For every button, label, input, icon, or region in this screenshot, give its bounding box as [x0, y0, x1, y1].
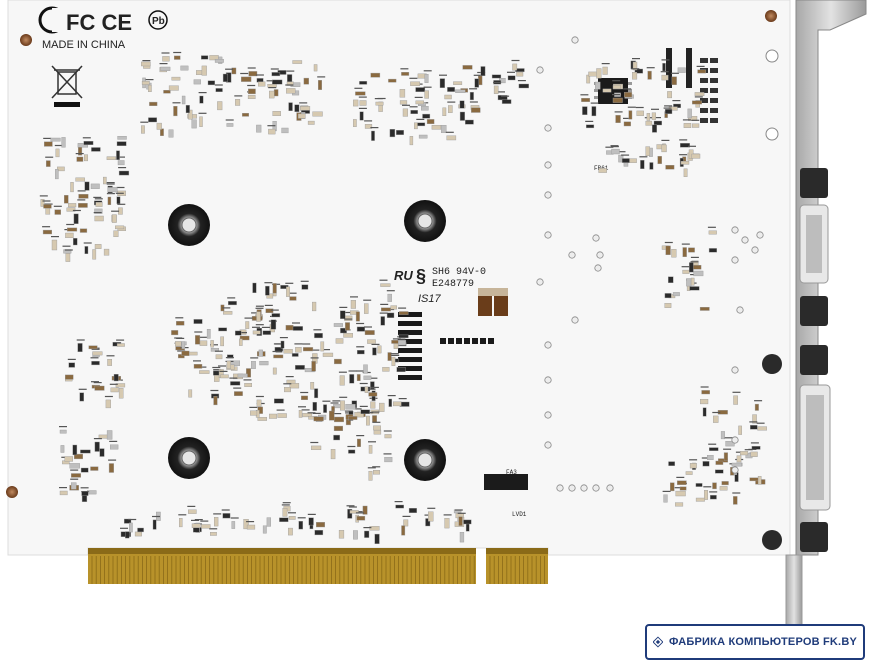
- svg-text:FA3: FA3: [506, 469, 517, 476]
- weee-bin-icon: [51, 65, 83, 107]
- mounting-hole: [404, 200, 446, 242]
- mounting-hole: [168, 437, 210, 479]
- svg-text:LVD1: LVD1: [512, 511, 527, 518]
- corner-screw: [20, 34, 32, 46]
- svg-text:E248779: E248779: [432, 279, 474, 290]
- connector-strip: [666, 48, 672, 88]
- diamond-logo-icon: [653, 636, 663, 648]
- io-bracket: [762, 0, 867, 626]
- watermark-badge: ФАБРИКА КОМПЬЮТЕРОВ FK.BY: [645, 624, 865, 660]
- svg-text:SH6 94V-0: SH6 94V-0: [432, 267, 486, 278]
- mosfet-chip: [484, 474, 528, 490]
- made-in-text: MADE IN CHINA: [42, 39, 126, 51]
- corner-screw: [765, 10, 777, 22]
- watermark-text: ФАБРИКА КОМПЬЮТЕРОВ FK.BY: [668, 636, 857, 648]
- mounting-hole: [404, 439, 446, 481]
- ul-mark: RU § SH6 94V-0 E248779 IS17: [394, 266, 486, 305]
- pcie-gold-fingers: [88, 548, 548, 584]
- svg-text:§: §: [416, 266, 426, 286]
- corner-screw: [6, 486, 18, 498]
- compliance-marks: FC CE Pb MADE IN CHINA: [38, 6, 168, 51]
- connector-strip: [686, 48, 692, 88]
- fc-ce-mark: FC CE: [66, 10, 132, 35]
- handwritten-code: IS17: [418, 293, 442, 305]
- svg-text:Pb: Pb: [152, 16, 165, 27]
- svg-text:RU: RU: [394, 268, 413, 283]
- mounting-hole: [168, 204, 210, 246]
